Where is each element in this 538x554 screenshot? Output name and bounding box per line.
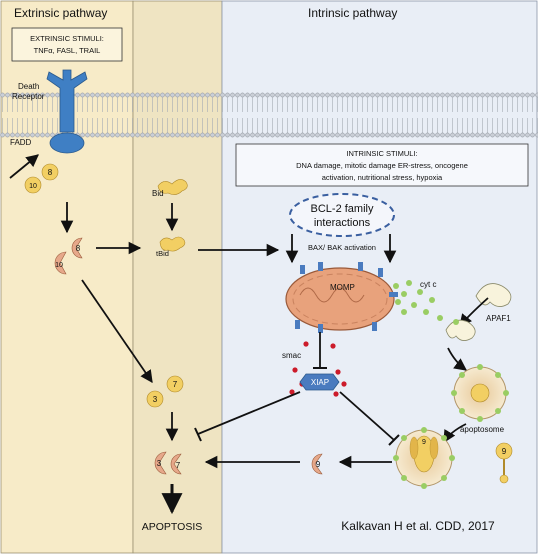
procaspase-8: 8 — [41, 163, 59, 181]
caspase-10-active: 10 — [54, 251, 67, 275]
smac-dots — [289, 341, 347, 397]
svg-text:9: 9 — [502, 447, 507, 456]
apaf1-label: APAF1 — [486, 314, 511, 323]
svg-text:9: 9 — [316, 460, 321, 469]
apoptosis-label: APOPTOSIS — [142, 521, 203, 533]
procaspase-9: 9 — [495, 442, 513, 484]
cytochrome-c-dots — [393, 280, 443, 321]
arrow-to-fadd — [9, 154, 39, 179]
mitochondrion — [285, 262, 398, 333]
bcl2-family-oval — [289, 193, 395, 237]
inhibition-bar-caspase-3-7 — [194, 427, 202, 442]
extrinsic-stimuli-heading: EXTRINSIC STIMULI: — [30, 34, 104, 43]
citation: Kalkavan H et al. CDD, 2017 — [341, 519, 495, 533]
apaf1-cytc-complex — [445, 319, 476, 341]
apoptosome — [451, 364, 509, 422]
bax-bak-activation: BAX/ BAK activation — [308, 243, 376, 252]
svg-text:8: 8 — [48, 168, 53, 177]
death-receptor-label-2: Receptor — [12, 92, 45, 101]
svg-text:10: 10 — [55, 262, 63, 269]
death-receptor-label: Death — [18, 82, 39, 91]
extrinsic-stimuli-items: TNFα, FASL, TRAIL — [34, 46, 101, 55]
tbid-label: tBid — [156, 249, 169, 258]
xiap-label: XIAP — [311, 378, 329, 387]
svg-text:7: 7 — [173, 380, 178, 389]
extrinsic-stimuli-box — [11, 27, 123, 62]
intrinsic-stimuli-line1: DNA damage, mitotic damage ER-stress, on… — [296, 161, 468, 170]
cytc-label: cyt c — [420, 280, 436, 289]
bcl2-line1: BCL-2 family — [311, 203, 374, 215]
apoptosome-holoenzyme: 9 — [393, 427, 455, 489]
bid-label: Bid — [152, 189, 164, 198]
procaspase-10: 10 — [24, 176, 42, 194]
inhibition-xiap-to-caspase-3-7 — [197, 391, 301, 435]
tbid — [159, 236, 186, 252]
intrinsic-stimuli-line2: activation, nutritional stress, hypoxia — [322, 173, 443, 182]
momp-label: MOMP — [330, 283, 355, 292]
apoptosome-label: apoptosome — [460, 425, 505, 434]
inhibition-bar-holoenzyme — [388, 434, 400, 446]
procaspase-3: 3 — [146, 390, 164, 408]
bid — [157, 179, 188, 195]
intrinsic-stimuli-heading: INTRINSIC STIMULI: — [346, 149, 417, 158]
fadd-label: FADD — [10, 138, 32, 147]
intrinsic-stimuli-box — [235, 143, 529, 187]
caspase-9-active: 9 — [311, 453, 323, 475]
caspase-7-active: 7 — [170, 453, 182, 475]
svg-text:9: 9 — [422, 439, 426, 446]
svg-text:3: 3 — [153, 395, 158, 404]
arrow-to-apoptosome — [447, 347, 468, 371]
procaspase-7: 7 — [166, 375, 184, 393]
intrinsic-title: Intrinsic pathway — [308, 6, 397, 20]
svg-text:7: 7 — [176, 461, 181, 470]
smac-label: smac — [282, 351, 301, 360]
cell-membrane — [0, 92, 538, 138]
svg-text:3: 3 — [157, 459, 162, 468]
inhibition-xiap-to-holoenzyme — [339, 391, 395, 441]
xiap — [299, 373, 340, 391]
bcl2-line2: interactions — [314, 217, 371, 229]
death-receptor — [46, 69, 88, 154]
extrinsic-title: Extrinsic pathway — [14, 6, 107, 20]
svg-text:10: 10 — [29, 183, 37, 190]
caspase-3-active: 3 — [154, 451, 167, 475]
svg-text:8: 8 — [76, 244, 81, 253]
caspase-8-active: 8 — [71, 237, 83, 259]
arrow-to-caspase-3-7 — [81, 279, 153, 384]
